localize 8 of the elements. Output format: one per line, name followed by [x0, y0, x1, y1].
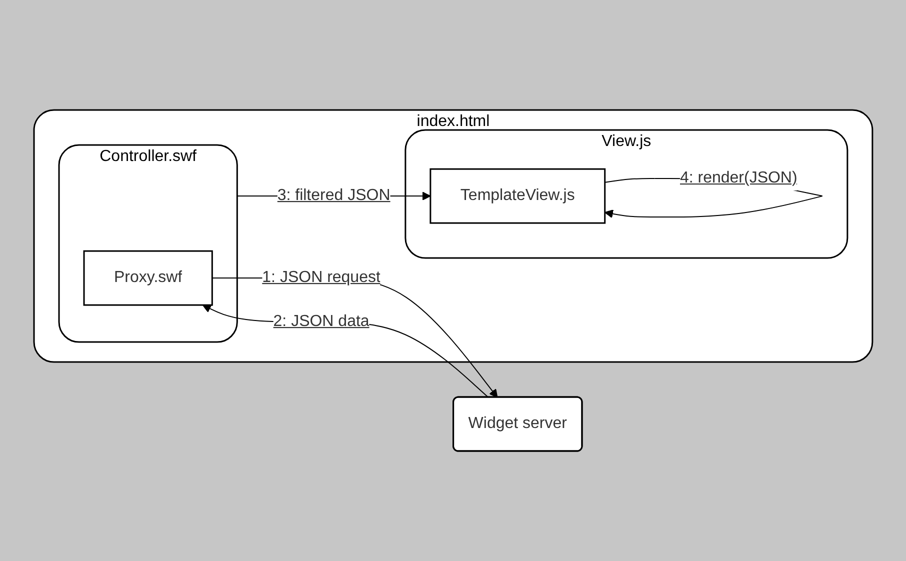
- edge-label: 4: render(JSON): [680, 170, 798, 187]
- edge-label: 1: JSON request: [262, 269, 380, 286]
- edge-label: 3: filtered JSON: [277, 187, 390, 204]
- node-box: TemplateView.js: [429, 168, 606, 224]
- arrow: [211, 278, 498, 398]
- edge-label: 2: JSON data: [273, 313, 370, 330]
- node-box: Proxy.swf: [83, 250, 213, 306]
- arrow: [202, 304, 489, 398]
